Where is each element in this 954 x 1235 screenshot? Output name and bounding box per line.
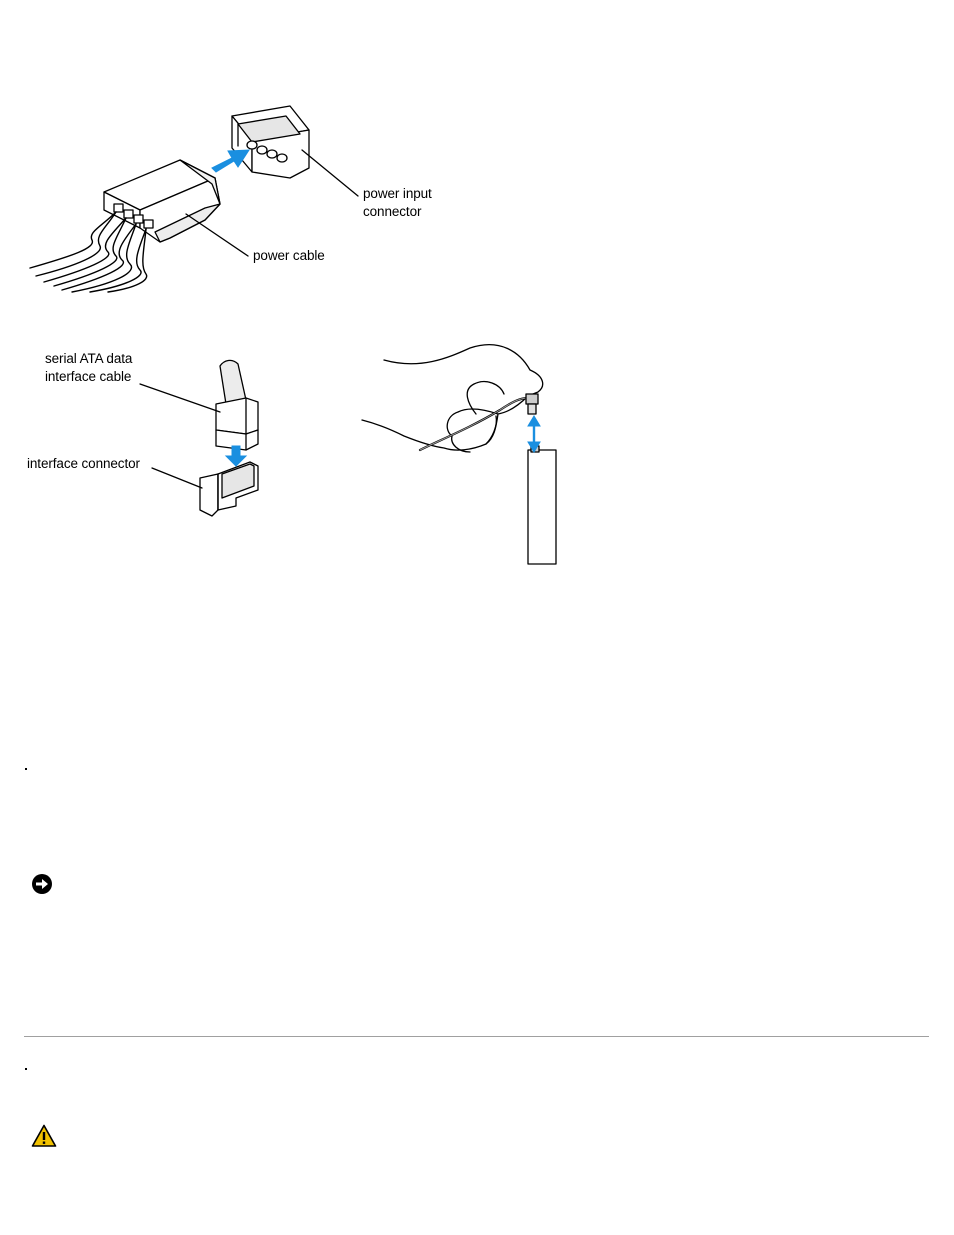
caution-icon	[31, 1124, 57, 1147]
label-sata-line2: interface cable	[45, 369, 132, 384]
up-arrow	[527, 415, 541, 427]
drive-edge	[527, 449, 557, 565]
sata-cable-diagram	[139, 344, 557, 565]
down-arrow-2	[527, 441, 541, 453]
bullet-dot	[25, 1068, 27, 1070]
hand	[361, 344, 544, 451]
insert-direction-arrow	[211, 149, 250, 173]
label-power-input-line2: connector	[363, 204, 422, 219]
down-arrow	[224, 445, 248, 467]
label-power-input-line1: power input	[363, 186, 432, 201]
sata-data-plug	[215, 397, 259, 435]
sata-interface-connector	[199, 473, 219, 517]
label-sata-line1: serial ATA data	[45, 351, 133, 366]
label-interface-connector: interface connector	[27, 456, 140, 471]
label-power-input-connector: power input connector	[363, 185, 432, 221]
notice-icon	[32, 874, 52, 894]
power-cable-plug	[103, 159, 221, 243]
label-power-cable: power cable	[253, 248, 325, 263]
bullet-dot	[25, 768, 27, 770]
section-divider	[24, 1036, 929, 1037]
power-input-connector	[231, 105, 310, 179]
label-serial-ata-cable: serial ATA data interface cable	[45, 350, 132, 386]
power-cable-diagram	[29, 105, 359, 293]
